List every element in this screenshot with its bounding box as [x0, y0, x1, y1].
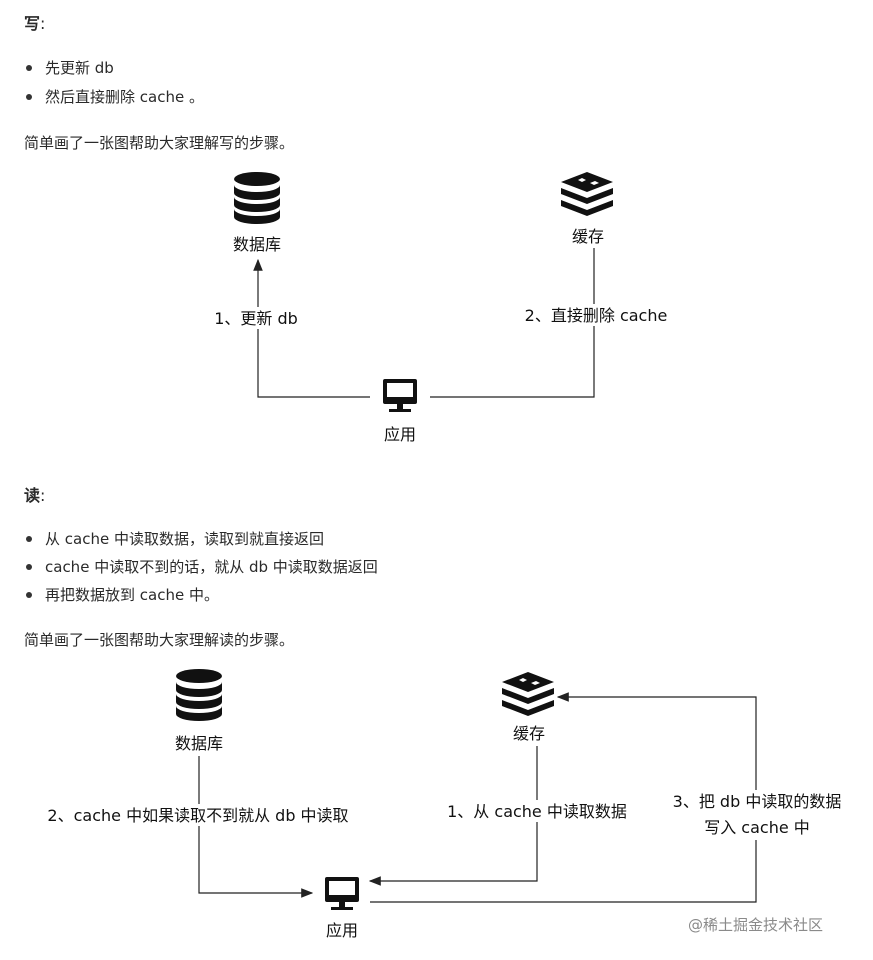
read-arrow-db-to-app: [198, 756, 314, 898]
read-bullet-2: cache 中读取不到的话，就从 db 中读取数据返回: [24, 556, 378, 577]
database-icon: [234, 172, 280, 224]
read-arrow-cache-to-app: [368, 746, 538, 886]
write-step1-label: 1、更新 db: [214, 309, 298, 328]
write-app-label: 应用: [384, 425, 416, 444]
database-icon: [176, 669, 222, 721]
read-heading: 读:: [24, 486, 46, 505]
write-bullet-1: 先更新 db: [24, 57, 114, 78]
read-bullet-1: 从 cache 中读取数据，读取到就直接返回: [24, 528, 324, 549]
read-step2-label: 2、cache 中如果读取不到就从 db 中读取: [47, 806, 348, 825]
bullet-dot: [26, 64, 32, 71]
monitor-icon: [325, 877, 359, 910]
read-step1-label: 1、从 cache 中读取数据: [447, 802, 627, 821]
read-step3-label-line1: 3、把 db 中读取的数据: [673, 792, 842, 811]
watermark: @稀土掘金技术社区: [688, 916, 824, 934]
read-db-label: 数据库: [175, 734, 223, 753]
bullet-dot: [26, 591, 32, 598]
bullet-dot: [26, 563, 32, 570]
write-line-to-cache: [430, 248, 595, 398]
write-step2-label: 2、直接删除 cache: [525, 306, 668, 325]
bullet-dot: [26, 93, 32, 100]
read-intro: 简单画了一张图帮助大家理解读的步骤。: [24, 631, 295, 649]
read-diagram: 数据库 缓存 应用 2、cache 中如果读取不到就从 db 中读取 1、从 c…: [35, 669, 850, 940]
bullet-dot: [26, 535, 32, 542]
cache-icon: [561, 172, 613, 216]
monitor-icon: [383, 379, 417, 412]
read-bullet-3: 再把数据放到 cache 中。: [24, 584, 219, 605]
read-cache-label: 缓存: [513, 724, 545, 743]
write-intro: 简单画了一张图帮助大家理解写的步骤。: [24, 134, 295, 152]
cache-icon: [502, 672, 554, 716]
write-cache-label: 缓存: [572, 227, 604, 246]
write-db-label: 数据库: [233, 235, 281, 254]
write-diagram: 数据库 缓存 应用 1、更新 db 2、直接删除 cache: [205, 172, 675, 444]
write-arrow-to-db: [253, 258, 370, 398]
write-heading: 写:: [24, 14, 46, 33]
read-app-label: 应用: [326, 921, 358, 940]
read-step3-label-line2: 写入 cache 中: [704, 818, 810, 837]
write-bullet-2: 然后直接删除 cache 。: [24, 86, 204, 107]
